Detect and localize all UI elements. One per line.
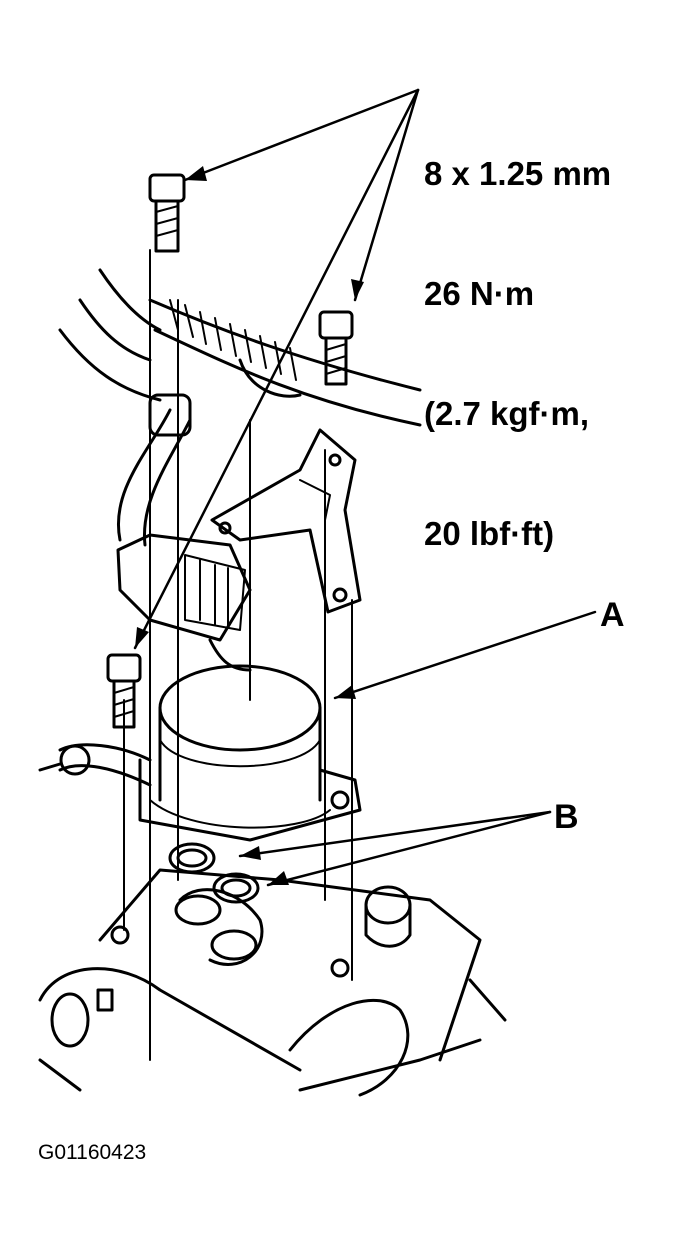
bolt-lower xyxy=(106,653,142,729)
figure-id: G01160423 xyxy=(38,1141,147,1164)
callout-label-b: B xyxy=(554,798,579,836)
guide-lines xyxy=(123,249,353,1061)
arrowheads xyxy=(135,166,364,885)
spec-torque-nm: 26 N·m xyxy=(424,275,535,312)
spec-thread-size: 8 x 1.25 mm xyxy=(424,155,612,192)
part-a-housing xyxy=(38,664,362,842)
spec-torque-kgfm: (2.7 kgf·m, xyxy=(424,395,590,432)
callout-label-a: A xyxy=(600,596,625,634)
wire-harness xyxy=(58,268,422,427)
torque-specification: 8 x 1.25 mm 26 N·m (2.7 kgf·m, 20 lbf·ft… xyxy=(424,74,611,594)
spec-torque-lbfft: 20 lbf·ft) xyxy=(424,515,555,552)
bolt-middle xyxy=(318,310,354,386)
bolt-top xyxy=(148,173,186,253)
mounting-bracket xyxy=(210,428,362,614)
engine-block xyxy=(38,868,507,1097)
hose-and-connector xyxy=(116,393,252,672)
leader-arrows xyxy=(133,88,597,887)
